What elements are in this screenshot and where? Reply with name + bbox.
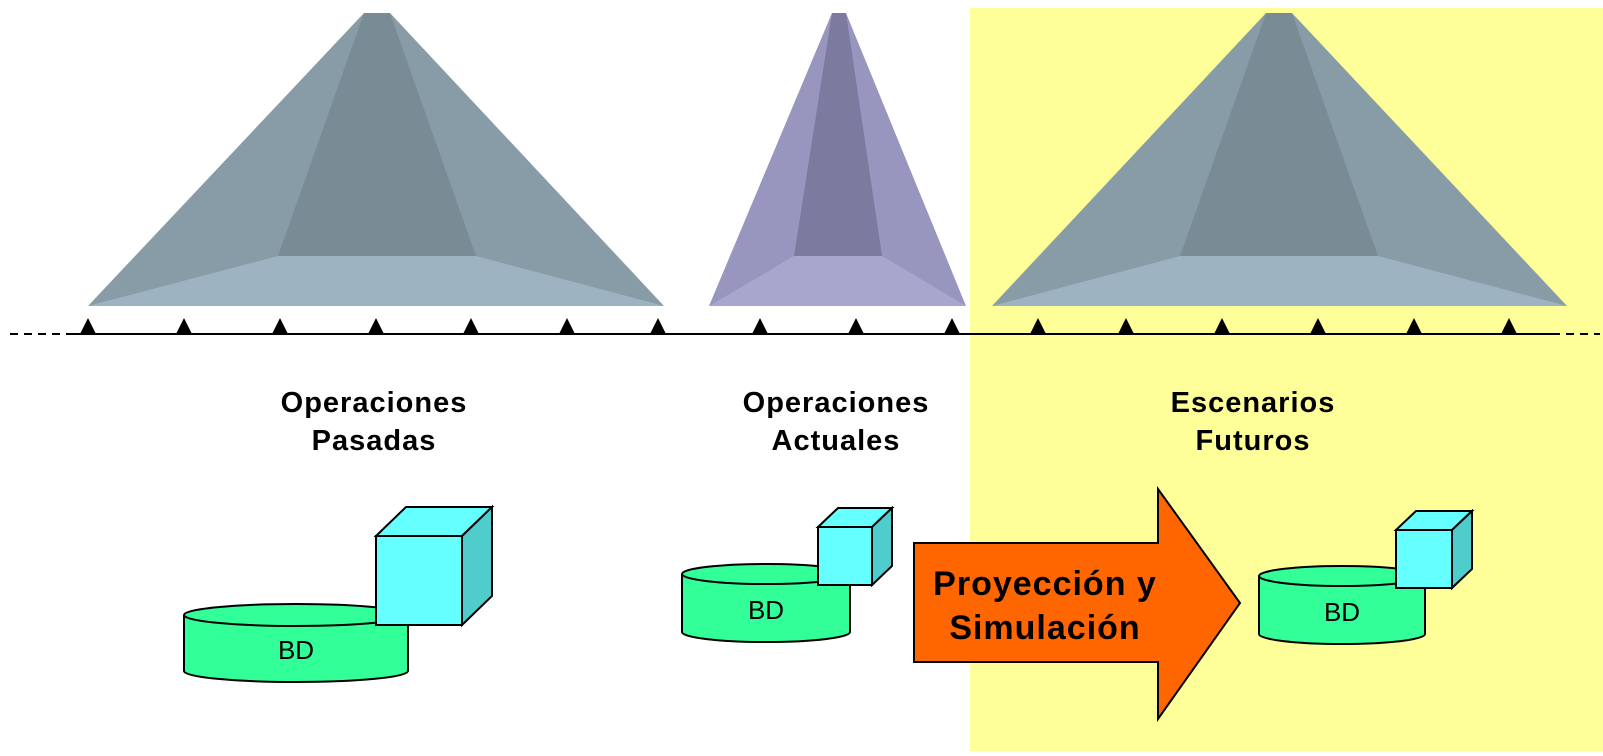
- cube-past-front: [375, 535, 463, 626]
- timeline-tick-4: [368, 318, 384, 334]
- projection-arrow-label: Proyección y Simulación: [933, 565, 1157, 647]
- timeline-tick-10: [944, 318, 960, 334]
- section-label-future: Escenarios Futuros: [1170, 387, 1336, 457]
- pyramid-future-bottom: [992, 256, 1567, 306]
- timeline-ticks: [80, 318, 1517, 334]
- cube-past: [373, 504, 495, 628]
- timeline-tick-1: [80, 318, 96, 334]
- pyramid-current-front: [794, 13, 882, 256]
- timeline-tick-9: [848, 318, 864, 334]
- timeline-tick-6: [559, 318, 575, 334]
- timeline-tick-3: [272, 318, 288, 334]
- timeline-tick-11: [1030, 318, 1046, 334]
- timeline-tick-8: [752, 318, 768, 334]
- pyramid-future-front: [1180, 13, 1378, 256]
- timeline-tick-7: [650, 318, 666, 334]
- section-label-past: Operaciones Pasadas: [280, 387, 468, 457]
- pyramid-past: [88, 13, 664, 306]
- timeline-tick-16: [1501, 318, 1517, 334]
- pyramid-current-bottom: [709, 256, 966, 306]
- cube-current: [815, 505, 895, 588]
- timeline-tick-15: [1406, 318, 1422, 334]
- database-current: [681, 563, 851, 643]
- timeline-tick-14: [1310, 318, 1326, 334]
- cube-future: [1393, 508, 1475, 591]
- timeline-tick-5: [463, 318, 479, 334]
- timeline-tick-2: [176, 318, 192, 334]
- database-current-label: BD: [747, 595, 785, 625]
- projection-arrow: [913, 485, 1242, 723]
- cube-future-front: [1395, 529, 1453, 589]
- pyramid-past-front: [278, 13, 476, 256]
- database-past-top: [183, 603, 409, 627]
- pyramid-past-bottom: [88, 256, 664, 306]
- section-label-current: Operaciones Actuales: [742, 387, 930, 457]
- database-future: [1258, 565, 1426, 645]
- database-current-body: [681, 574, 851, 643]
- cube-current-front: [817, 526, 873, 586]
- database-future-body: [1258, 576, 1426, 645]
- timeline-tick-13: [1214, 318, 1230, 334]
- database-future-label: BD: [1323, 597, 1361, 627]
- timeline: [10, 318, 1600, 335]
- pyramid-future: [992, 13, 1567, 306]
- database-past: [183, 603, 409, 683]
- database-past-body: [183, 615, 409, 683]
- timeline-tick-12: [1118, 318, 1134, 334]
- pyramid-current: [709, 13, 966, 306]
- database-past-label: BD: [277, 635, 315, 665]
